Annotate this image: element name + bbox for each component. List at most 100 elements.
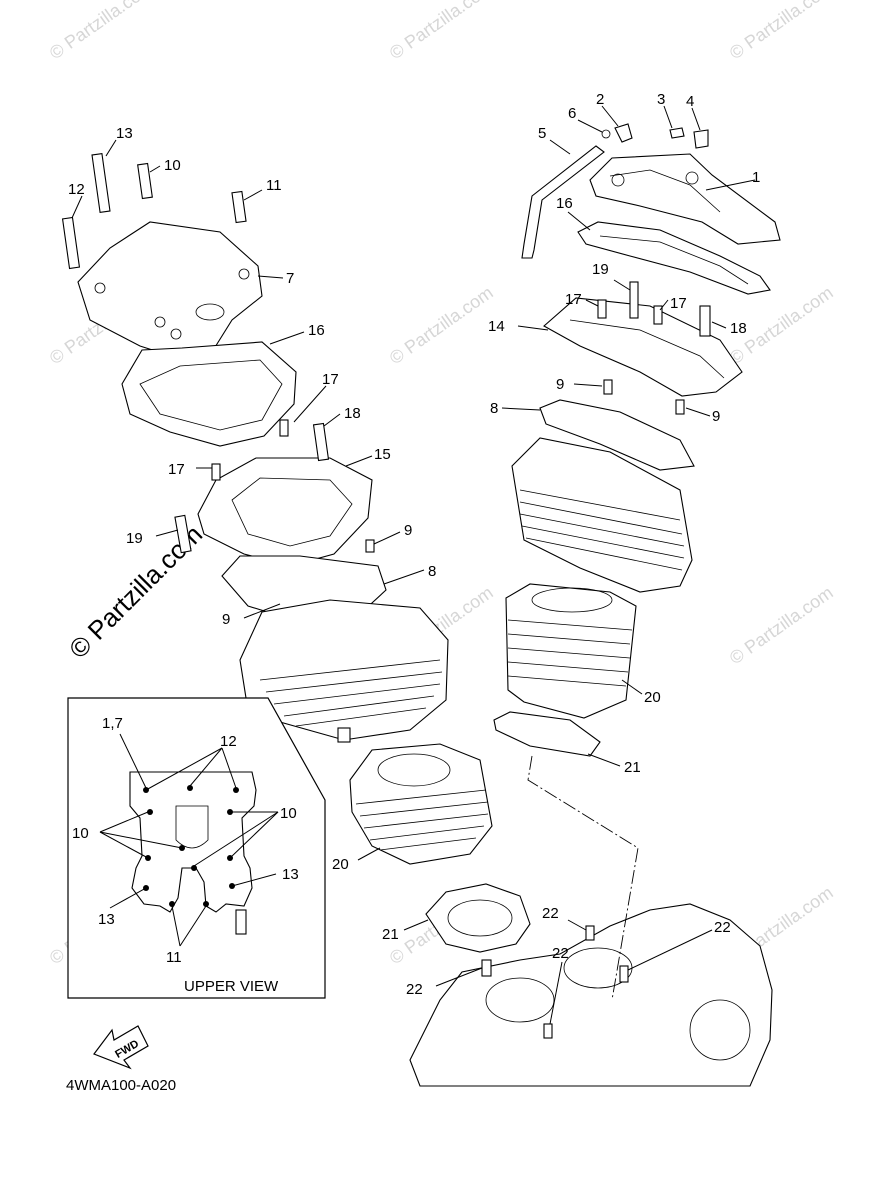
callout-label: 5 — [538, 125, 546, 142]
dowel-pin-part-9 — [365, 539, 375, 553]
callout-label: 17 — [670, 295, 687, 312]
head-cover-part — [589, 153, 781, 245]
bolt-part-10 — [137, 162, 153, 200]
callout-label: 4 — [686, 93, 694, 110]
callout-label: 16 — [556, 195, 573, 212]
cylinder-fins — [507, 619, 633, 687]
base-gasket-part — [493, 711, 601, 757]
watermark: © Partzilla.com — [386, 282, 497, 368]
dowel-pin-part-17 — [211, 463, 221, 481]
rocker-housing-inner — [231, 477, 353, 547]
bolt-part-19 — [629, 281, 639, 319]
callout-label: 17 — [168, 461, 185, 478]
inset-bolt-dot — [203, 901, 209, 907]
bolt-part-18 — [312, 422, 330, 462]
dowel-pin-part-17 — [653, 305, 663, 325]
callout-label: 10 — [164, 157, 181, 174]
dowel-pin-part-22 — [619, 965, 629, 983]
inset-bolt-dot — [191, 865, 197, 871]
fitting-part-2 — [614, 123, 633, 143]
inset-callout-label: 13 — [98, 911, 115, 928]
cover-bolt-hole — [94, 282, 106, 294]
rear-cylinder-head — [511, 437, 693, 593]
callout-labels: 1 2 3 4 5 6 16 19 17 17 14 18 9 9 8 20 2… — [68, 91, 760, 998]
callout-label: 22 — [406, 981, 423, 998]
callout-label: 7 — [286, 270, 294, 287]
head-fins — [519, 489, 685, 571]
head-cover-part-7 — [77, 221, 263, 363]
callout-label: 14 — [488, 318, 505, 335]
callout-label: 9 — [404, 522, 412, 539]
inset-callout-label: 13 — [282, 866, 299, 883]
crankcase-bore — [485, 977, 555, 1023]
dowel-pin-part-22 — [543, 1023, 553, 1039]
rocker-housing-rib — [569, 319, 725, 379]
inset-callout-label: 1,7 — [102, 715, 123, 732]
callout-label: 2 — [596, 91, 604, 108]
callout-label: 21 — [624, 759, 641, 776]
cylinder-bore — [377, 753, 451, 787]
inset-bolt-dot — [147, 809, 153, 815]
watermark: © Partzilla.com — [46, 0, 157, 63]
inset-callout-label: 10 — [72, 825, 89, 842]
inset-callout-label: 10 — [280, 805, 297, 822]
gasket-inner — [599, 235, 749, 285]
cover-bolt-hole — [154, 316, 166, 328]
fwd-arrow-icon — [93, 1025, 149, 1070]
cover-breather-port — [195, 303, 225, 321]
fwd-arrow: FWD — [93, 1025, 149, 1070]
callout-label: 3 — [657, 91, 665, 108]
head-fins — [259, 659, 443, 727]
callout-label: 9 — [712, 408, 720, 425]
callout-label: 22 — [552, 945, 569, 962]
leader-lines — [71, 105, 756, 1025]
fitting-part-4 — [693, 129, 709, 149]
cover-bolt-hole — [685, 171, 699, 185]
base-gasket-part-21 — [425, 883, 531, 953]
dowel-pin-part-9 — [603, 379, 613, 395]
inset-bolt-dot — [233, 787, 239, 793]
bolt-part-19 — [174, 514, 192, 554]
watermark: © Partzilla.com — [726, 0, 837, 63]
inset-bolt-dot — [187, 785, 193, 791]
callout-label: 20 — [332, 856, 349, 873]
rocker-housing-part-15 — [197, 457, 373, 567]
head-gasket-part-8 — [539, 399, 695, 471]
callout-label: 22 — [542, 905, 559, 922]
diagram-code: 4WMA100-A020 — [66, 1077, 176, 1094]
inset-cover-slot — [175, 805, 209, 849]
front-cylinder-assembly — [61, 152, 531, 953]
callout-label: 9 — [556, 376, 564, 393]
cover-bolt-hole — [611, 173, 625, 187]
front-cylinder-part — [349, 743, 493, 865]
callout-label: 8 — [428, 563, 436, 580]
cover-bolt-hole — [170, 328, 182, 340]
callout-label: 17 — [565, 291, 582, 308]
inset-bolt-dot — [169, 901, 175, 907]
rear-cylinder-part — [505, 583, 637, 719]
cover-gasket-part — [577, 221, 771, 295]
bolt-part-12 — [61, 216, 81, 270]
callout-label: 12 — [68, 181, 85, 198]
inset-callout-label: 11 — [166, 949, 182, 966]
cylinder-bore — [531, 587, 613, 613]
callout-label: 20 — [644, 689, 661, 706]
callout-label: 19 — [592, 261, 609, 278]
watermark: © Partzilla.com — [386, 0, 497, 63]
bolt-part-13 — [91, 152, 111, 214]
callout-label: 18 — [730, 320, 747, 337]
rear-cylinder-assembly — [493, 123, 781, 757]
dowel-pin-part-17 — [279, 419, 289, 437]
inset-title: UPPER VIEW — [184, 978, 279, 995]
callout-label: 6 — [568, 105, 576, 122]
callout-label: 19 — [126, 530, 143, 547]
upper-view-inset: 1,7 12 10 10 13 13 11 UPPER VIEW — [67, 697, 326, 999]
breather-hose-part — [521, 145, 605, 259]
dowel-pin-part-22 — [585, 925, 595, 941]
callout-label: 1 — [752, 169, 760, 186]
callout-label: 15 — [374, 446, 391, 463]
callout-label: 11 — [266, 177, 282, 194]
cover-gasket-part-16 — [121, 341, 297, 447]
